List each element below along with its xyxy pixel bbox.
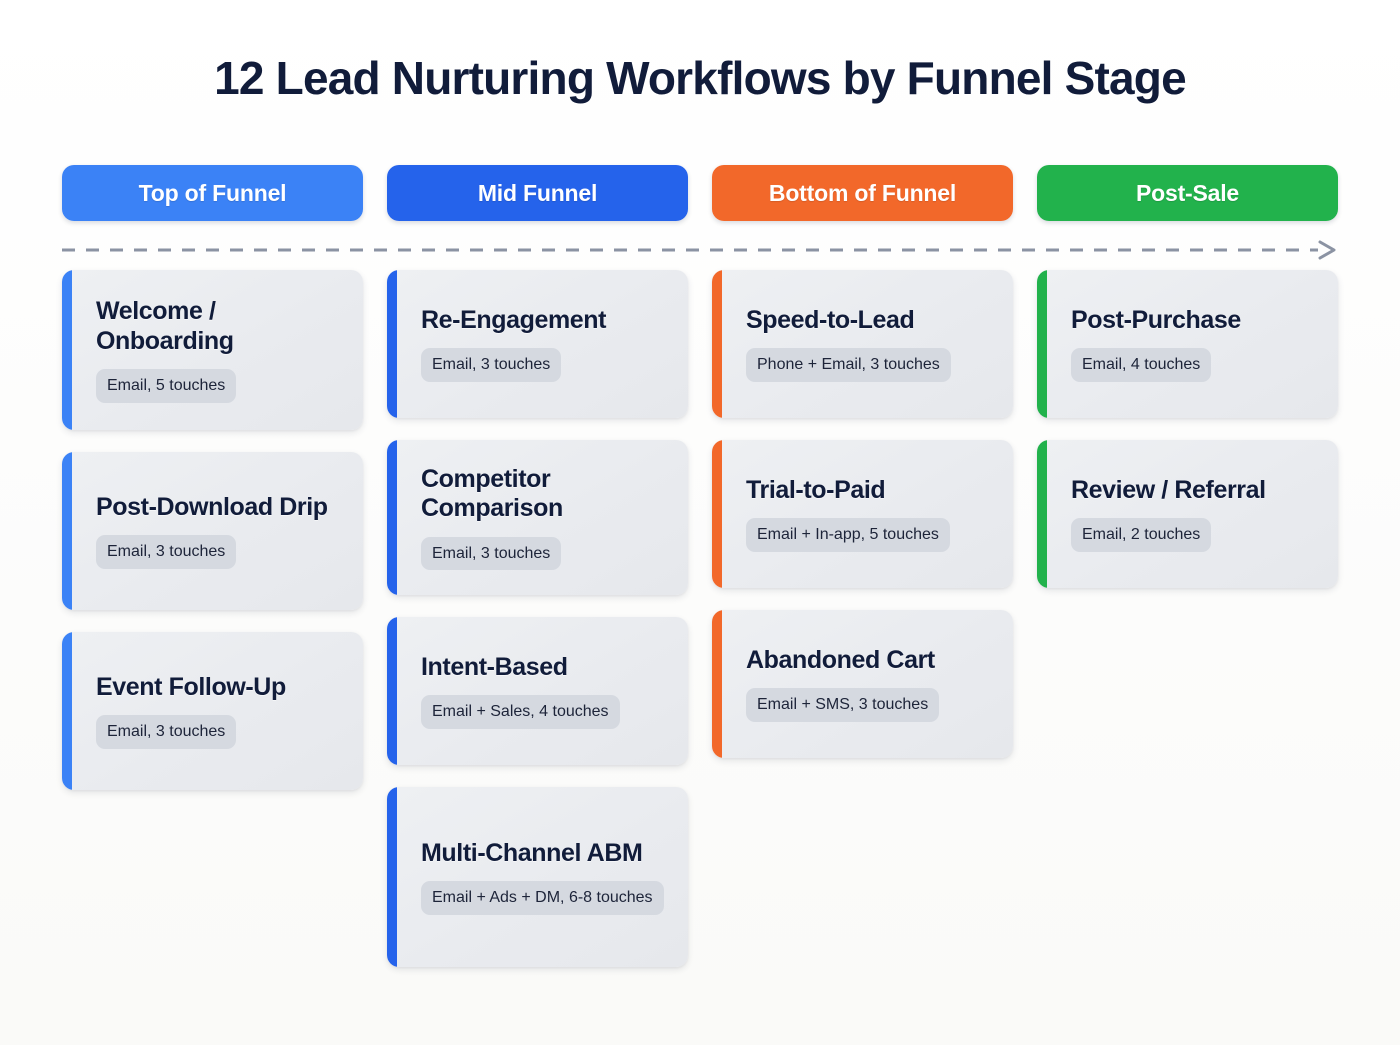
workflow-title: Welcome / Onboarding: [96, 297, 234, 355]
workflow-meta-badge: Email + In-app, 5 touches: [746, 518, 950, 553]
workflow-title: Post-Download Drip: [96, 492, 328, 521]
workflow-card[interactable]: Intent-Based Email + Sales, 4 touches: [387, 617, 688, 765]
workflow-title: Speed-to-Lead: [746, 305, 915, 334]
workflow-meta-badge: Phone + Email, 3 touches: [746, 348, 951, 383]
workflow-columns: Welcome / Onboarding Email, 5 touches Po…: [62, 270, 1338, 967]
workflow-meta-badge: Email + Sales, 4 touches: [421, 695, 620, 730]
stage-header-label: Top of Funnel: [138, 179, 287, 206]
column-post-sale: Post-Purchase Email, 4 touches Review / …: [1037, 270, 1338, 588]
workflow-title: Competitor Comparison: [421, 464, 563, 523]
workflow-title: Event Follow-Up: [96, 672, 286, 701]
stage-header-post-sale[interactable]: Post-Sale: [1037, 165, 1338, 221]
workflow-meta-badge: Email, 3 touches: [421, 536, 562, 571]
workflow-card[interactable]: Welcome / Onboarding Email, 5 touches: [62, 270, 363, 430]
workflow-card[interactable]: Post-Purchase Email, 4 touches: [1037, 270, 1338, 418]
workflow-title: Review / Referral: [1071, 475, 1266, 504]
workflow-card[interactable]: Trial-to-Paid Email + In-app, 5 touches: [712, 440, 1013, 588]
workflow-meta-badge: Email, 3 touches: [421, 348, 562, 383]
workflow-title: Multi-Channel ABM: [421, 838, 643, 867]
workflow-card[interactable]: Review / Referral Email, 2 touches: [1037, 440, 1338, 588]
funnel-progression-arrow: [62, 240, 1340, 260]
stage-header-label: Bottom of Funnel: [768, 179, 957, 206]
workflow-card[interactable]: Event Follow-Up Email, 3 touches: [62, 632, 363, 790]
workflow-card[interactable]: Abandoned Cart Email + SMS, 3 touches: [712, 610, 1013, 758]
workflow-card[interactable]: Competitor Comparison Email, 3 touches: [387, 440, 688, 595]
dashed-arrow-icon: [62, 240, 1336, 260]
stage-header-label: Post-Sale: [1135, 179, 1239, 206]
stage-header-row: Top of Funnel Mid Funnel Bottom of Funne…: [62, 165, 1338, 221]
workflow-title: Re-Engagement: [421, 305, 607, 334]
workflow-card[interactable]: Speed-to-Lead Phone + Email, 3 touches: [712, 270, 1013, 418]
workflow-meta-badge: Email, 2 touches: [1071, 518, 1212, 553]
stage-header-label: Mid Funnel: [477, 179, 598, 206]
workflow-card[interactable]: Multi-Channel ABM Email + Ads + DM, 6-8 …: [387, 787, 688, 967]
stage-header-bottom-of-funnel[interactable]: Bottom of Funnel: [712, 165, 1013, 221]
workflow-meta-badge: Email + Ads + DM, 6-8 touches: [421, 881, 664, 916]
workflow-title: Intent-Based: [421, 652, 568, 681]
workflow-meta-badge: Email, 3 touches: [96, 535, 237, 570]
workflow-meta-badge: Email + SMS, 3 touches: [746, 688, 940, 723]
workflow-meta-badge: Email, 5 touches: [96, 369, 237, 403]
stage-header-mid-funnel[interactable]: Mid Funnel: [387, 165, 688, 221]
column-top-of-funnel: Welcome / Onboarding Email, 5 touches Po…: [62, 270, 363, 790]
workflow-card[interactable]: Re-Engagement Email, 3 touches: [387, 270, 688, 418]
workflow-title: Abandoned Cart: [746, 645, 935, 674]
workflow-title: Trial-to-Paid: [746, 475, 886, 504]
stage-header-top-of-funnel[interactable]: Top of Funnel: [62, 165, 363, 221]
workflow-meta-badge: Email, 4 touches: [1071, 348, 1212, 383]
workflow-card[interactable]: Post-Download Drip Email, 3 touches: [62, 452, 363, 610]
page-title: 12 Lead Nurturing Workflows by Funnel St…: [214, 52, 1187, 104]
column-mid-funnel: Re-Engagement Email, 3 touches Competito…: [387, 270, 688, 967]
column-bottom-of-funnel: Speed-to-Lead Phone + Email, 3 touches T…: [712, 270, 1013, 758]
workflow-title: Post-Purchase: [1071, 305, 1241, 334]
workflow-meta-badge: Email, 3 touches: [96, 715, 237, 750]
